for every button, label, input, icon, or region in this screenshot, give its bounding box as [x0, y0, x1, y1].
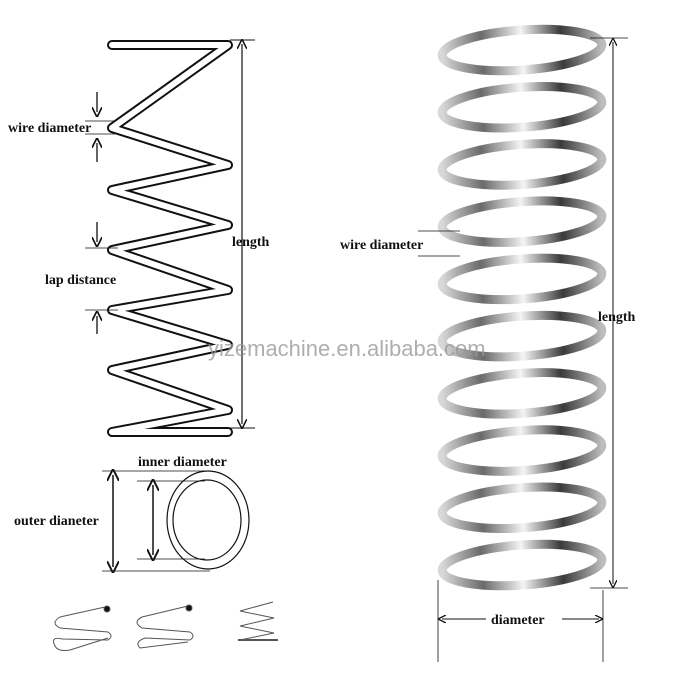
- length-dimension-right: [590, 37, 628, 589]
- spring-coil: [437, 310, 607, 362]
- metal-spring-photo: [437, 24, 607, 591]
- spring-coil: [437, 482, 607, 533]
- spring-coil: [437, 539, 607, 591]
- wire-diameter-label-right: wire diameter: [340, 238, 423, 253]
- watermark: yizemachine.en.alibaba.com: [208, 336, 486, 361]
- wire-diameter-marks-right: [418, 230, 460, 257]
- wire-diameter-label-left: wire diameter: [8, 121, 91, 136]
- inner-diameter-label: inner diameter: [138, 455, 227, 470]
- spring-coil: [437, 82, 607, 133]
- lap-distance-arrows: [85, 222, 118, 334]
- spring-coil: [437, 139, 607, 190]
- outer-diameter-label: outer dianeter: [14, 514, 99, 529]
- ground-end: [238, 601, 278, 641]
- ring-cross-section: [102, 471, 250, 571]
- spring-coil: [437, 368, 607, 419]
- wire-diameter-arrows: [85, 92, 115, 162]
- length-dimension-left: [230, 40, 255, 428]
- spring-coil: [437, 253, 607, 305]
- spring-wire: [109, 42, 231, 435]
- diameter-label: diameter: [491, 613, 545, 628]
- spring-coil: [437, 425, 607, 476]
- spring-end-types: [53, 601, 278, 651]
- closed-end: [136, 604, 194, 649]
- lap-distance-label: lap distance: [45, 273, 116, 288]
- length-label-right: length: [598, 310, 636, 325]
- open-end: [53, 605, 112, 651]
- spring-coil: [437, 24, 607, 76]
- compression-spring-drawing: [107, 40, 233, 437]
- length-label-left: length: [232, 235, 270, 250]
- spring-coil: [437, 196, 607, 247]
